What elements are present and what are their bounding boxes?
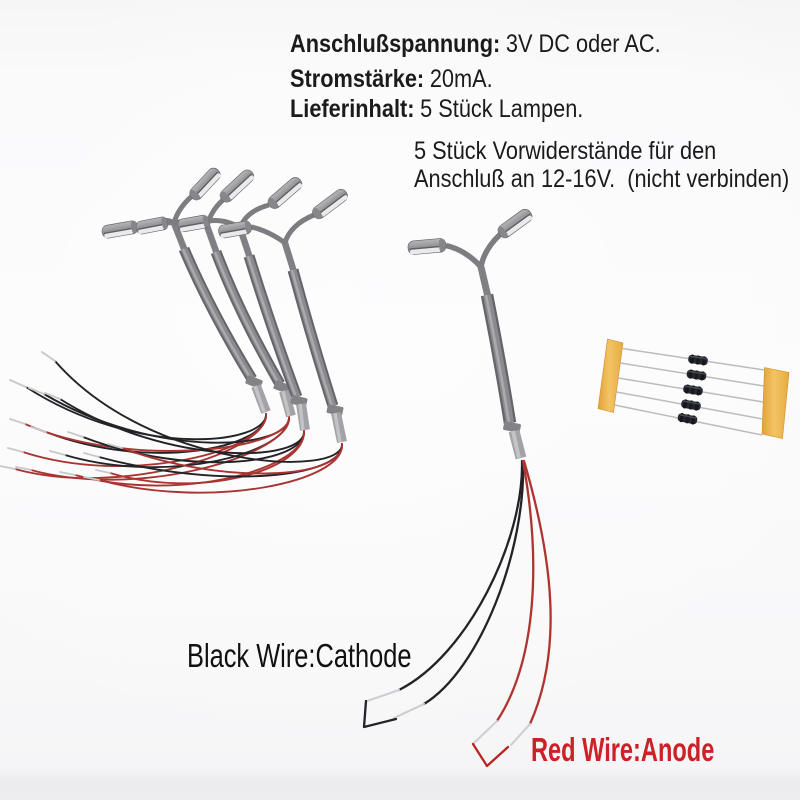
lamp-group-wires	[0, 351, 343, 494]
street-lamp-group	[100, 165, 351, 444]
spec-value: 20mA.	[429, 65, 493, 93]
spec-line-current: Stromstärke:20mA.	[290, 67, 493, 92]
resistor-1	[687, 353, 709, 367]
black-wires	[59, 398, 305, 464]
spec-label: Anschlußspannung:	[290, 30, 501, 58]
red-wire-anode-label: Red Wire:Anode	[531, 731, 715, 768]
street-lamp-3	[176, 174, 310, 431]
lamp-head-right	[495, 206, 535, 241]
tape-left	[597, 338, 624, 413]
resistor-5	[676, 412, 699, 426]
lamp-head-left	[406, 237, 448, 256]
spec-note-line2: Anschluß an 12-16V. (nicht verbinden)	[414, 165, 790, 193]
resistor-3	[682, 383, 704, 397]
spec-label: Lieferinhalt:	[290, 95, 415, 123]
lamp-head-right	[265, 174, 305, 212]
street-lamp-1	[100, 165, 271, 414]
photo-bottom-band	[0, 769, 800, 800]
lamp-head-right	[217, 166, 257, 206]
lamp-head-left	[100, 219, 140, 240]
tape-right	[761, 367, 790, 439]
lamp-head-left	[134, 215, 170, 236]
spec-line-voltage: Anschlußspannung:3V DC oder AC.	[290, 32, 661, 57]
resistor-2	[686, 368, 707, 382]
single-lamp-wires	[362, 459, 552, 768]
spec-value: 3V DC oder AC.	[505, 30, 661, 58]
resistor-4	[680, 398, 702, 412]
spec-value: 5 Stück Lampen.	[420, 95, 584, 123]
black-wire-cathode-label: Black Wire:Cathode	[187, 637, 412, 674]
tinned-wire-tips	[0, 351, 123, 481]
spec-label: Stromstärke:	[290, 65, 425, 93]
resistor-strip	[597, 338, 790, 439]
red-wires	[98, 443, 343, 494]
street-lamp-2	[134, 166, 296, 418]
lamp-head-right	[186, 165, 224, 203]
spec-line-contents: Lieferinhalt:5 Stück Lampen.	[290, 97, 583, 122]
single-street-lamp	[362, 206, 552, 768]
lamp-head-right	[309, 186, 351, 222]
spec-note-line1: 5 Stück Vorwiderstände für den	[414, 137, 717, 165]
street-lamp-4	[217, 186, 351, 444]
